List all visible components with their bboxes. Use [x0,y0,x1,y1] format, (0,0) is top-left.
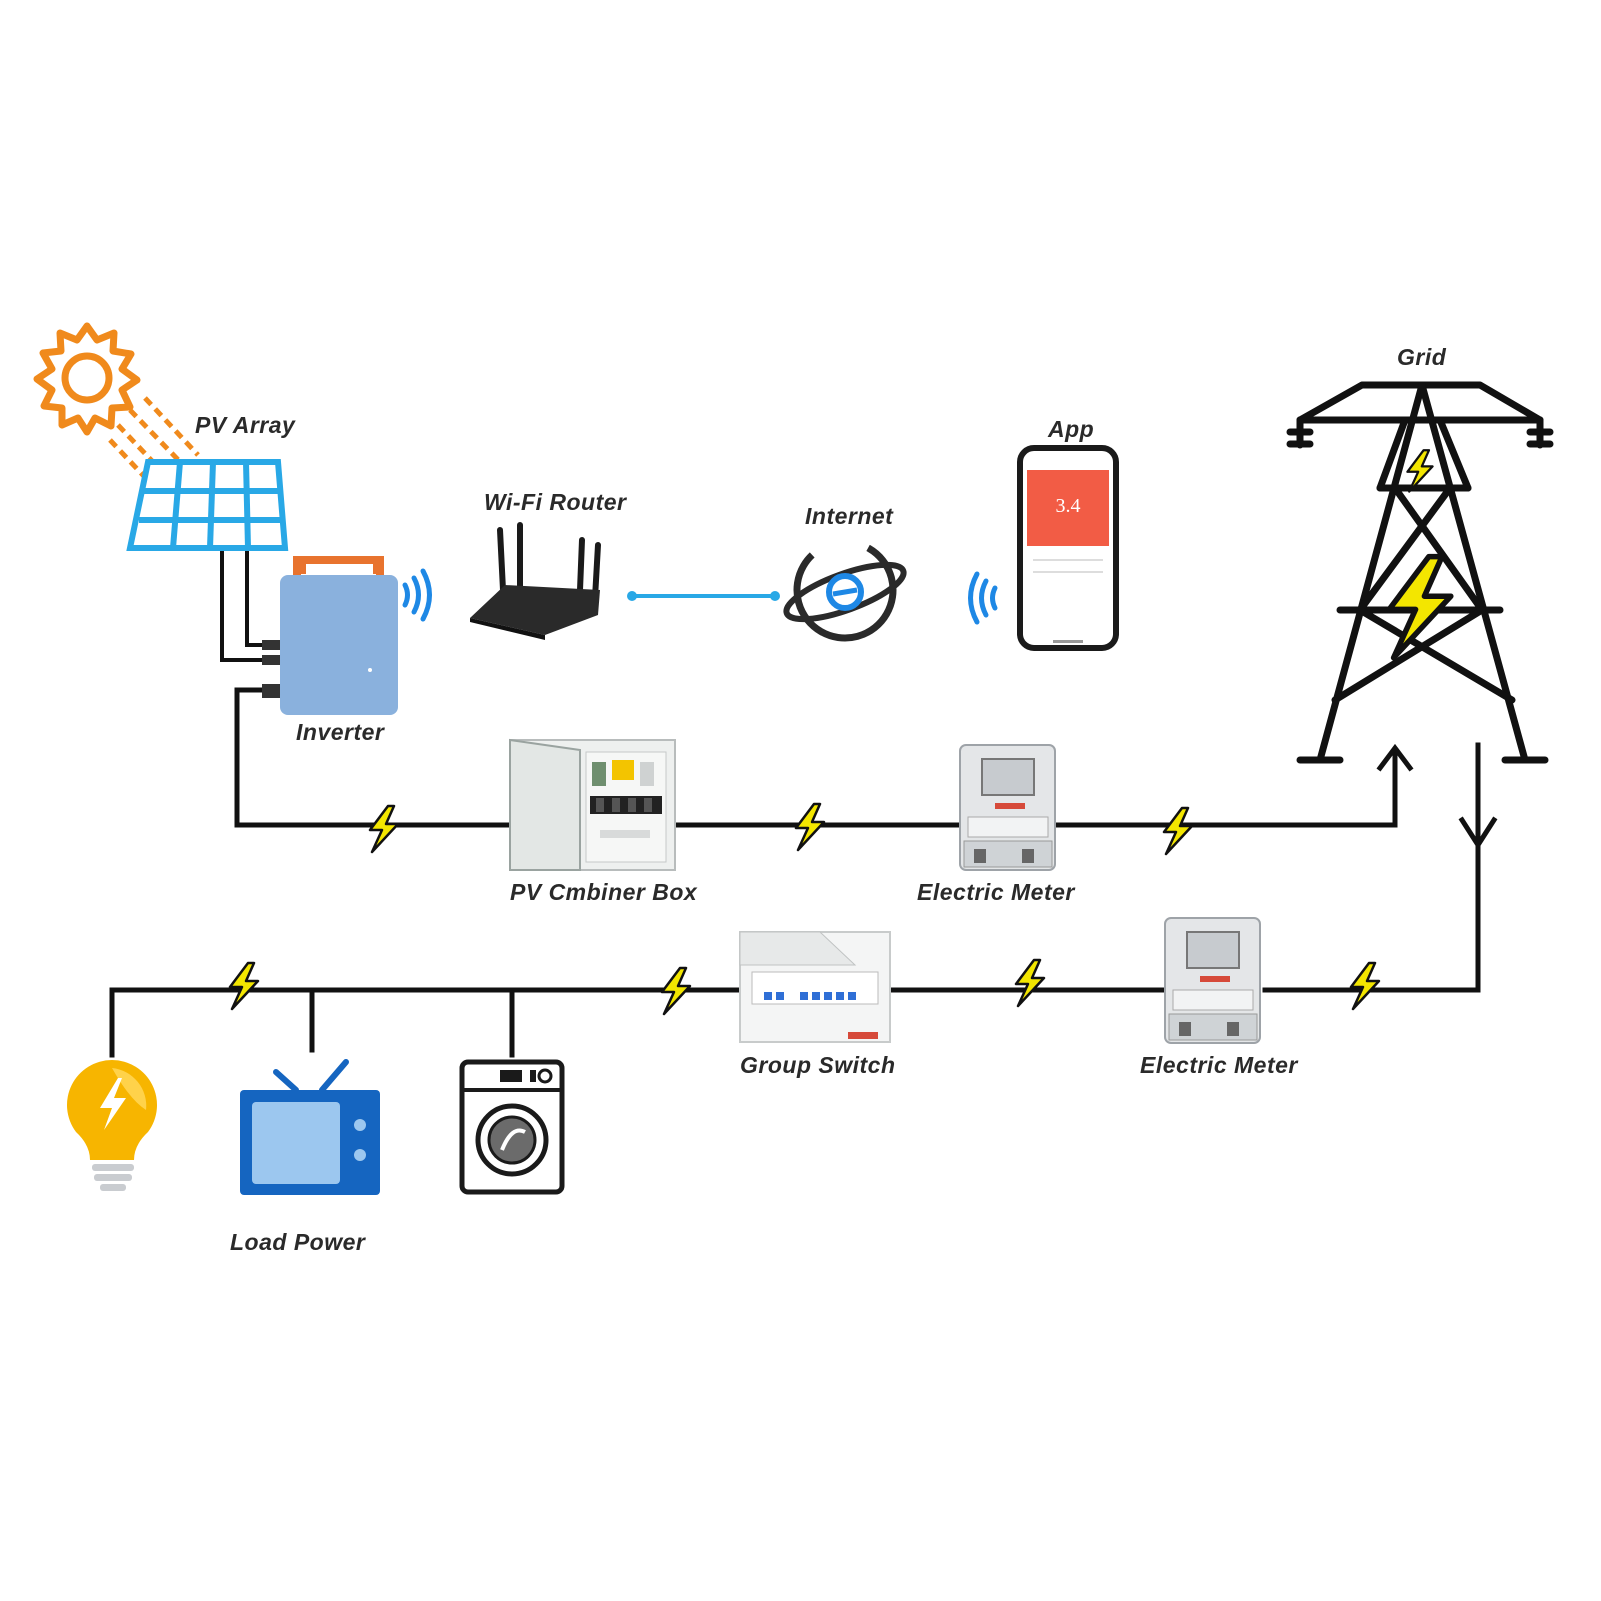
wifi-signal-icon [402,568,432,622]
app-screen-value: 3.4 [1056,495,1081,517]
sun-icon [33,322,141,436]
lightning-bolt-icon [228,961,260,1011]
wire-switch-loads [109,987,743,1058]
label-group-switch: Group Switch [740,1052,896,1078]
lightning-bolt-icon [660,966,692,1016]
tv-icon [240,1059,380,1195]
electric-meter-icon [1164,917,1261,1044]
label-wifi-router: Wi-Fi Router [484,489,627,515]
lightning-bolt-icon [1349,961,1381,1011]
washing-machine-icon [459,1059,565,1195]
lightning-bolt-icon [368,804,400,854]
lightning-bolt-icon [794,802,826,852]
label-electric-meter-top: Electric Meter [917,879,1075,905]
label-app: App [1047,416,1094,442]
wire-panel-inverter-1 [220,543,264,662]
label-grid: Grid [1397,344,1447,370]
lightning-bolt-icon [1014,958,1046,1008]
label-electric-meter-bottom: Electric Meter [1140,1052,1298,1078]
bolts [228,802,1381,1016]
label-inverter: Inverter [296,719,385,745]
wiring [109,543,1498,1058]
router-icon [470,522,601,640]
lightning-bolt-icon [1386,553,1454,661]
label-combiner-box: PV Cmbiner Box [510,879,698,905]
label-internet: Internet [805,503,894,529]
combiner-box-icon [509,738,676,871]
inverter-icon [262,556,398,715]
lightning-bolt-icon [1162,806,1194,856]
arrow-down-from-grid [1458,816,1498,850]
wifi-signal-icon [968,571,998,625]
solar-panel-icon [126,459,289,551]
internet-icon [783,538,907,642]
wire-panel-inverter-2 [245,543,264,647]
phone-app-icon: 3.4 [968,445,1119,651]
wire-grid-down [1262,742,1481,993]
labels: PV Array Wi-Fi Router Internet App Grid … [195,344,1447,1255]
label-load-power: Load Power [230,1229,366,1255]
group-switch-icon [739,931,891,1043]
electric-meter-icon [959,744,1056,871]
arrow-up-to-grid [1376,743,1414,772]
light-bulb-icon [66,1060,157,1191]
lightning-bolt-icon [1406,449,1434,493]
label-pv-array: PV Array [195,412,296,438]
wire-meter-grid [1052,747,1398,828]
